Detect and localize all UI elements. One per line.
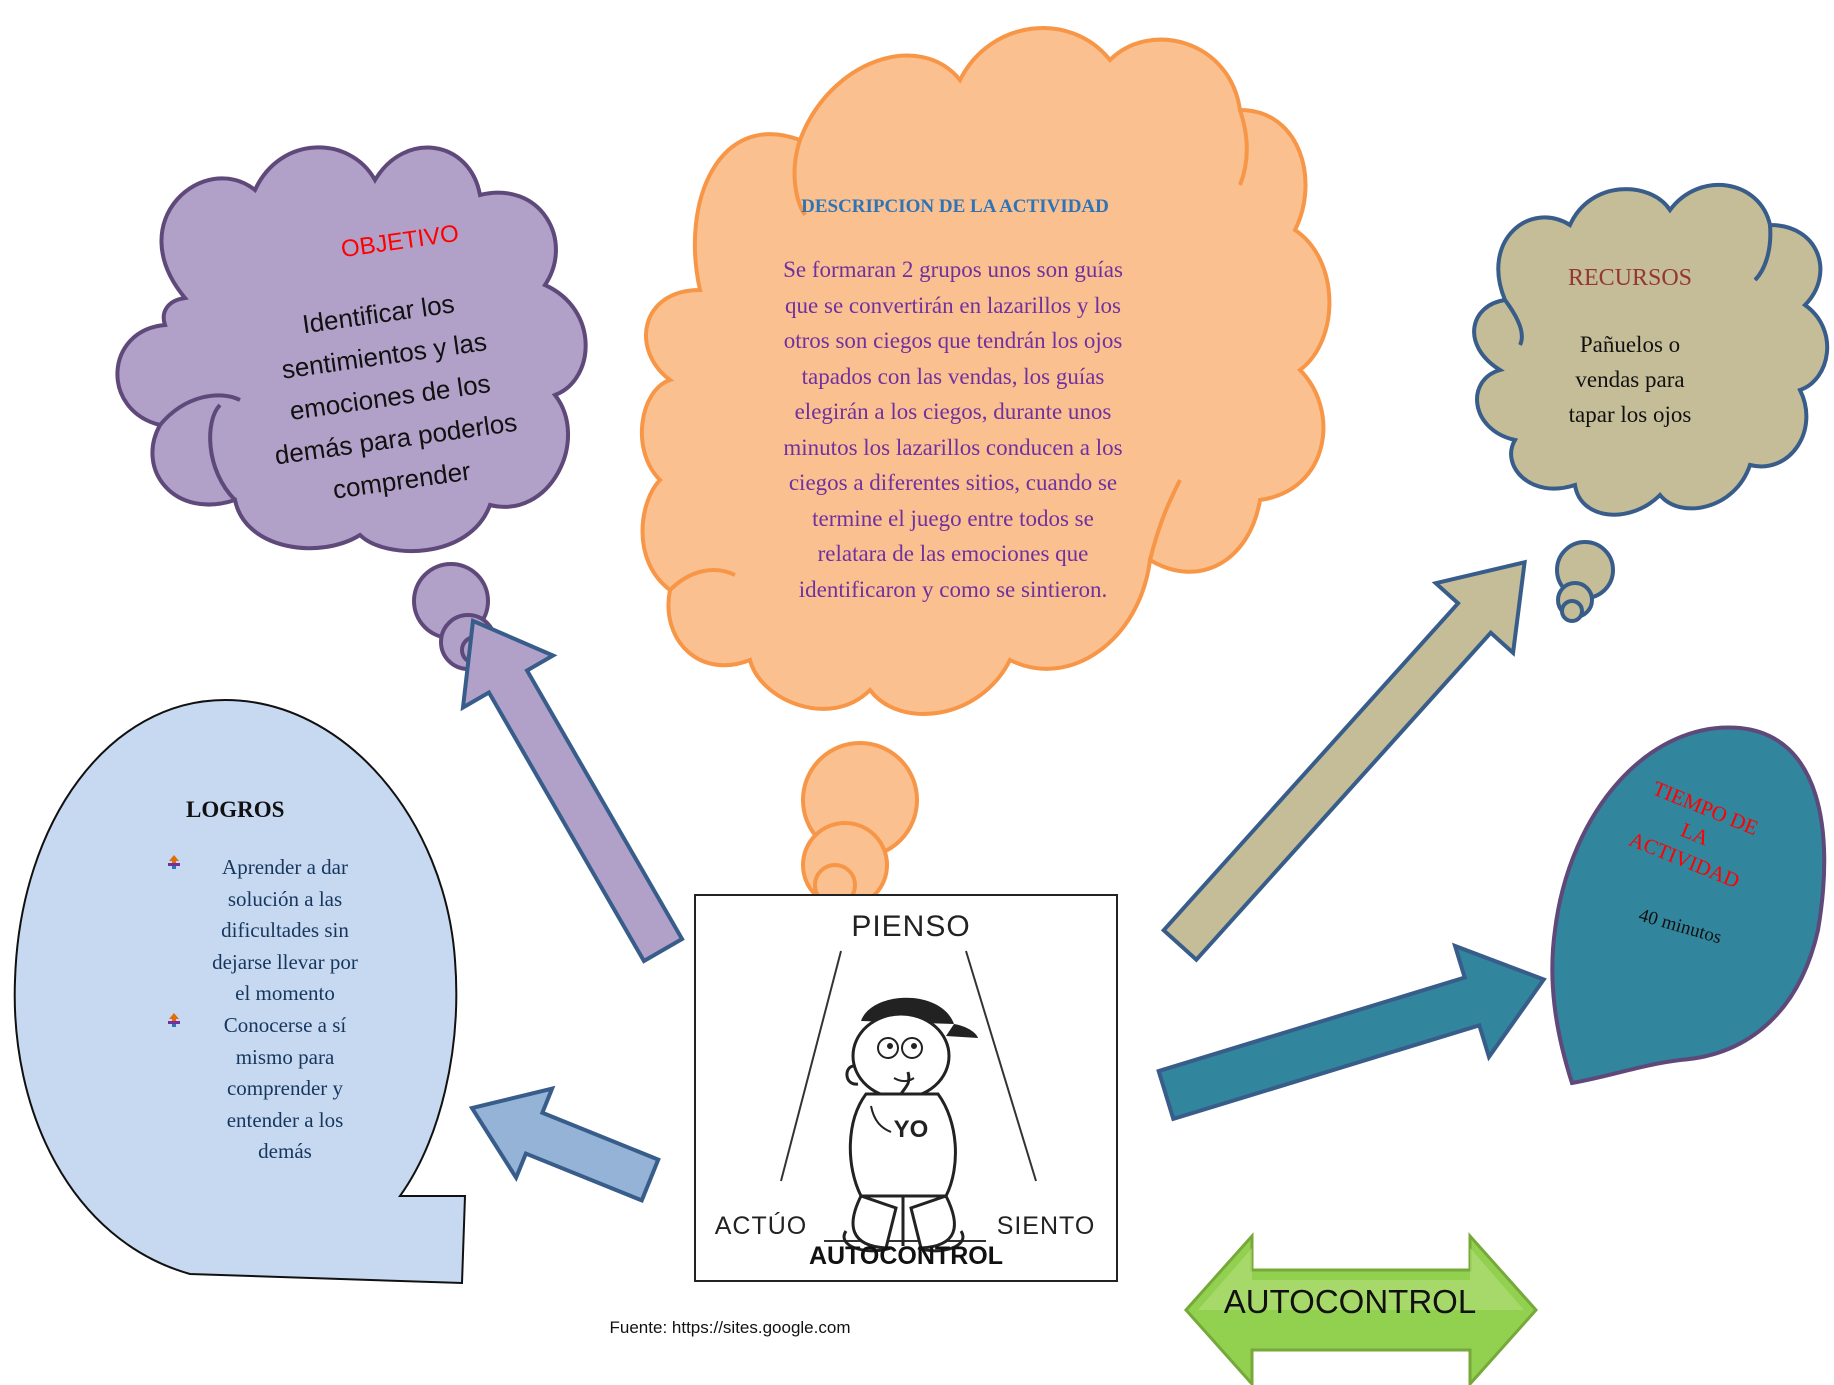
descripcion-title: DESCRIPCION DE LA ACTIVIDAD (801, 196, 1109, 217)
descripcion-cloud (639, 26, 1332, 909)
logros-item-line: solución a las (227, 886, 343, 911)
recursos-bubble-small (1560, 599, 1584, 623)
logros-list-item: Conocerse a sí mismo para comprender y e… (168, 1010, 400, 1168)
autocontrol-illustration: PIENSO YO ACTÚO SIENTO AUTOCONTROL (694, 894, 1118, 1282)
recursos-cloud-shape (1472, 183, 1830, 517)
logros-item-line: dificultades sin (221, 918, 349, 942)
autocontrol-arrow-label: AUTOCONTROL (1223, 1283, 1477, 1320)
logros-item-line: el momento (235, 981, 335, 1005)
bullet-arrow-icon (168, 855, 180, 869)
objetivo-cloud-shape (115, 145, 588, 554)
autocontrol-double-arrow (1183, 1232, 1539, 1385)
logros-item-line: demás (258, 1139, 312, 1163)
objetivo-text: Identificar los sentimientos y las emoci… (217, 271, 563, 523)
recursos-line: vendas para (1575, 367, 1685, 392)
recursos-title: RECURSOS (1567, 265, 1693, 291)
logros-title: LOGROS (186, 797, 285, 822)
descripcion-line: minutos los lazarillos conducen a los (783, 434, 1123, 460)
logros-item-line: entender a los (226, 1107, 344, 1132)
illustration-autocontrol-label: AUTOCONTROL (809, 1242, 1003, 1270)
descripcion-line: tapados con las vendas, los guías (801, 363, 1105, 389)
recursos-line: tapar los ojos (1568, 402, 1692, 427)
recursos-line: Pañuelos o (1579, 332, 1681, 357)
illustration-siento-label: SIENTO (996, 1212, 1096, 1240)
descripcion-line: que se convertirán en lazarillos y los (785, 292, 1121, 318)
tiempo-bubble-shape (1550, 725, 1827, 1086)
descripcion-line: elegirán a los ciegos, durante unos (794, 399, 1112, 424)
source-caption: Fuente: https://sites.google.com (609, 1318, 851, 1337)
logros-item-line: mismo para (235, 1044, 335, 1069)
illustration-yo-label: YO (893, 1116, 929, 1143)
tiempo-bubble (1550, 725, 1827, 1086)
logros-list-item: Aprender a dar solución a las dificultad… (168, 852, 400, 1010)
logros-bubble-shape (13, 698, 467, 1285)
boy-drawing (780, 950, 1037, 1253)
recursos-text: Pañuelos o vendas para tapar los ojos (1540, 327, 1720, 432)
illustration-actuo-label: ACTÚO (714, 1212, 808, 1240)
logros-item-line: comprender y (226, 1076, 344, 1100)
descripcion-line: otros son ciegos que tendrán los ojos (783, 328, 1123, 353)
illustration-pienso-label: PIENSO (851, 910, 971, 943)
descripcion-line: ciegos a diferentes sitios, cuando se (788, 470, 1118, 495)
recursos-cloud (1472, 183, 1830, 623)
logros-item-line: dejarse llevar por (212, 949, 358, 974)
arrow-to-tiempo (1156, 942, 1547, 1122)
descripcion-line: termine el juego entre todos se (812, 505, 1094, 531)
logros-bubble (13, 698, 467, 1285)
descripcion-cloud-shape (639, 26, 1332, 716)
bullet-arrow-icon (168, 1013, 180, 1027)
arrow-to-objetivo (460, 618, 685, 964)
descripcion-line: Se formaran 2 grupos unos son guías (783, 257, 1123, 282)
logros-item-line: Conocerse a sí (223, 1013, 347, 1037)
descripcion-line: identificaron y como se sintieron. (798, 576, 1108, 602)
descripcion-text: Se formaran 2 grupos unos son guías que … (743, 252, 1163, 607)
logros-item-line: Aprender a dar (222, 855, 348, 879)
arrow-to-recursos (1160, 559, 1527, 963)
arrow-to-logros (468, 1085, 661, 1204)
descripcion-line: relatara de las emociones que (817, 541, 1089, 566)
